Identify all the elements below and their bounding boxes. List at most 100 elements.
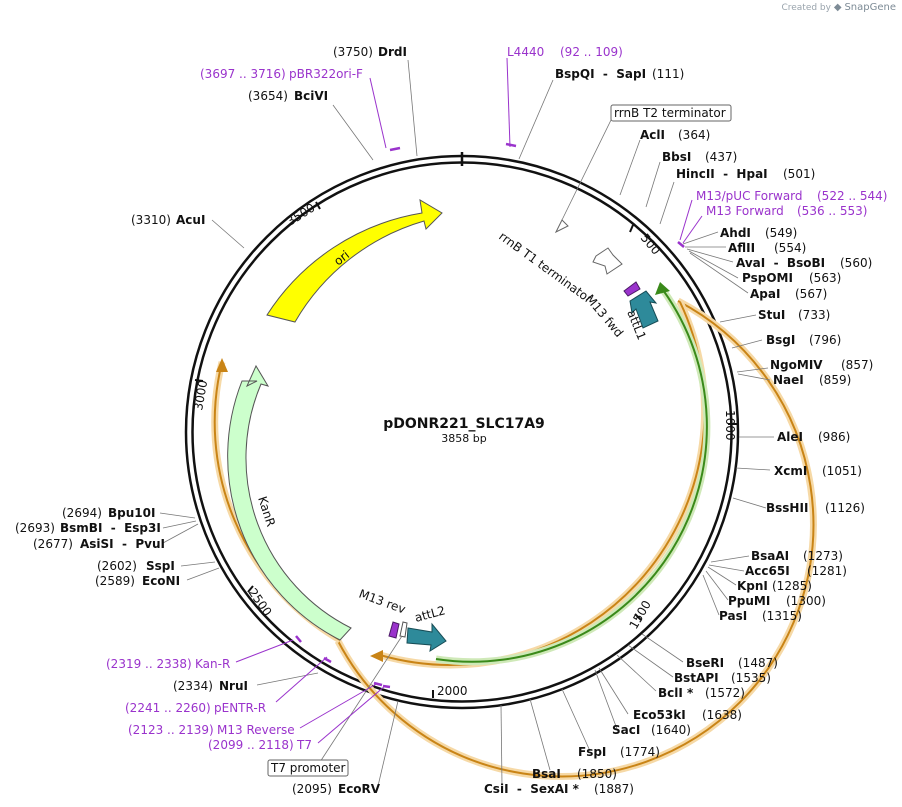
enz-hincii-pos: (501) [783, 167, 815, 181]
leader-bcivi [332, 104, 374, 161]
enz-bsgi-pos: (796) [809, 333, 841, 347]
ori-arrow [266, 199, 443, 323]
leader-bcli [616, 654, 657, 692]
enz-bstapi: BstAPI [674, 671, 719, 685]
enz-pasi-pos: (1315) [762, 609, 802, 623]
enz-nrui: NruI [219, 679, 248, 693]
enz-aflii: AflII [728, 241, 755, 255]
insert-highlight-outer [334, 297, 817, 780]
enz-acui: AcuI [176, 213, 205, 227]
enz-bpu10i-pos: (2694) [62, 506, 102, 520]
enz-bcli: BclI * [658, 686, 694, 700]
enz-econi: EcoNI [142, 574, 180, 588]
leader-sspi [180, 561, 216, 567]
kan-arc-arrow [216, 358, 228, 372]
enz-fspi: FspI [578, 745, 606, 759]
enz-sspi: SspI [146, 559, 175, 573]
leader-bpu10i [159, 512, 196, 519]
enz-xcmi-pos: (1051) [822, 464, 862, 478]
leader-l4440 [506, 57, 511, 148]
enz-naei-pos: (859) [819, 373, 851, 387]
enz-bstapi-pos: (1535) [731, 671, 771, 685]
primer-labels: L4440 (92 .. 109) (3697 .. 3716) pBR322o… [106, 45, 887, 752]
leader-csii [500, 704, 503, 786]
leader-ecorv [377, 700, 399, 787]
credit-prefix: Created by [781, 3, 831, 13]
enz-saci: SacI [612, 723, 640, 737]
enz-nrui-pos: (2334) [173, 679, 213, 693]
backbone [184, 152, 740, 710]
insert-arrow-green [655, 282, 670, 295]
leader-m13puc [679, 199, 693, 241]
enz-bseri: BseRI [686, 656, 724, 670]
enz-acui-pos: (3310) [131, 213, 171, 227]
leader-pbr322 [369, 77, 387, 149]
enz-acli: AclI [640, 128, 665, 142]
enz-bsshii: BssHII [766, 501, 808, 515]
enz-bsshii-pos: (1126) [825, 501, 865, 515]
enz-drdi: DrdI [378, 45, 407, 59]
enz-eco53ki: Eco53kI [633, 708, 686, 722]
enz-sspi-pos: (2602) [97, 559, 137, 573]
primer-pentr: pENTR-R [214, 701, 266, 715]
kanr-arrow [227, 364, 352, 641]
enz-acli-pos: (364) [678, 128, 710, 142]
enz-bpu10i: Bpu10I [108, 506, 155, 520]
tick-3000: 3000 [191, 379, 210, 412]
enz-avai-pos: (560) [840, 256, 872, 270]
enz-acc65i-pos: (1281) [807, 564, 847, 578]
enzyme-leaders [159, 59, 774, 787]
enz-kpni-pos: (1285) [772, 579, 812, 593]
leader-pspomi [688, 250, 739, 279]
attl1-arrow [629, 290, 659, 329]
enz-naei: NaeI [773, 373, 804, 387]
primer-pbr322: pBR322ori-F [289, 67, 363, 81]
enz-bcivi-pos: (3654) [248, 89, 288, 103]
enz-bbsi-pos: (437) [705, 150, 737, 164]
plasmid-length: 3858 bp [441, 432, 486, 445]
leader-prui [256, 672, 319, 686]
enz-kpni: KpnI [737, 579, 768, 593]
leader-bstapi [627, 644, 674, 678]
enz-ngomiv: NgoMIV [770, 358, 823, 372]
enz-bcivi: BciVI [294, 89, 328, 103]
enz-asisi: AsiSI - PvuI [80, 537, 165, 551]
rrnb-t1-arrow [592, 247, 623, 275]
enz-bsgi: BsgI [766, 333, 795, 347]
attl2-arrow [406, 622, 447, 653]
enz-ahdi: AhdI [720, 226, 751, 240]
t7-promoter-glyph [399, 621, 408, 638]
primer-kanr: Kan-R [195, 657, 230, 671]
enz-csii: CsiI - SexAI * [484, 782, 580, 796]
enz-bcli-pos: (1572) [705, 686, 745, 700]
enz-avai: AvaI - BsoBI [736, 256, 825, 270]
enz-hincii: HincII - HpaI [676, 167, 768, 181]
primer-m13fwd-range: (536 .. 553) [797, 204, 867, 218]
m13rev-arrow [388, 621, 400, 639]
enz-econi-pos: (2589) [95, 574, 135, 588]
mark-m13reverse [373, 681, 383, 687]
primer-kanr-range: (2319 .. 2338) [106, 657, 192, 671]
mark-l4440 [505, 142, 517, 148]
enz-ahdi-pos: (549) [765, 226, 797, 240]
tick-mark-3000 [194, 379, 204, 382]
leader-asisi [162, 523, 199, 544]
leader-ngomiv [736, 367, 769, 373]
m13rev-label: M13 rev [357, 587, 407, 617]
enz-apai: ApaI [750, 287, 780, 301]
insert-arrow-orange [370, 650, 383, 662]
leader-stui [719, 314, 757, 323]
primer-t7-range: (2099 .. 2118) [208, 738, 294, 752]
leader-pentr [275, 656, 328, 703]
leader-m13reverse [299, 682, 379, 729]
rrnb-t2-box [610, 104, 732, 122]
leader-kanr [235, 639, 294, 663]
enz-bseri-pos: (1487) [738, 656, 778, 670]
enz-asisi-pos: (2677) [33, 537, 73, 551]
leader-acui [211, 219, 245, 249]
enz-acc65i: Acc65I [745, 564, 790, 578]
enz-ngomiv-pos: (857) [841, 358, 873, 372]
tick-mark-3500 [315, 201, 321, 210]
mark-pentr [323, 656, 332, 664]
rrnb-t2-label: rrnB T2 terminator [614, 106, 726, 120]
